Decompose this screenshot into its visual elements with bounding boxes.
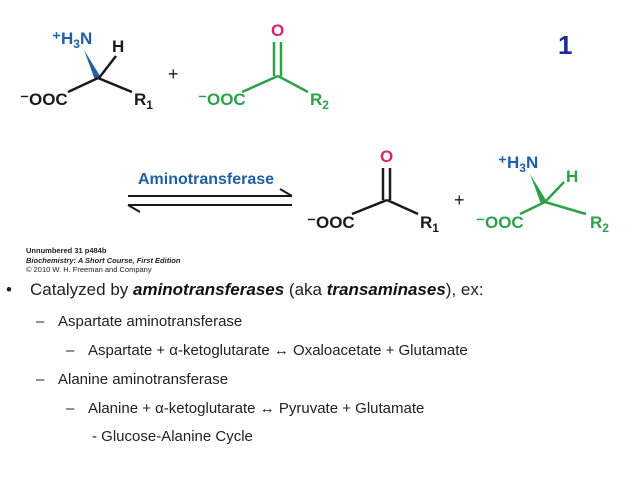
reactant1-bond-left: [67, 76, 99, 94]
product1-bond-left: [351, 198, 388, 216]
sub-bullet-alanine: –Alanine aminotransferase: [36, 371, 228, 388]
equilibrium-arrows: Aminotransferase: [127, 171, 293, 213]
product2-carboxylate-label: ⁻OOC: [476, 213, 524, 232]
product2-ammonium-label: ⁺H3N: [498, 153, 538, 175]
reactant2-bond-left: [241, 74, 279, 94]
subsub-bullet-alanine-reaction: –Alanine + α-ketoglutarate ↔ Pyruvate + …: [66, 400, 424, 417]
term-aminotransferases: aminotransferases: [133, 280, 285, 299]
enzyme-label: Aminotransferase: [138, 171, 274, 188]
slide-number: 1: [558, 30, 573, 60]
bullet-main: • Catalyzed by aminotransferases (aka tra…: [6, 280, 484, 300]
reactant1-bond-right: [97, 76, 133, 94]
reactant1-h-bond: [98, 55, 117, 79]
product1-carboxylate-label: ⁻OOC: [307, 213, 355, 232]
alanine-reaction-text: Alanine + α-ketoglutarate ↔ Pyruvate + G…: [88, 400, 425, 417]
reactant1-ammonium-label: ⁺H3N: [52, 29, 92, 51]
reactant1-carboxylate-label: ⁻OOC: [20, 90, 68, 109]
product2-bond-left: [519, 200, 546, 216]
product-amino-acid: ⁺H3N H ⁻OOC R2: [476, 153, 609, 235]
bullet-main-prefix: Catalyzed by: [30, 280, 133, 299]
sub-bullet-aspartate-text: Aspartate aminotransferase: [58, 313, 243, 330]
term-transaminases: transaminases: [326, 280, 446, 299]
forward-arrow-head: [279, 188, 293, 197]
product2-h-bond: [544, 181, 565, 203]
product1-bond-right: [386, 198, 419, 216]
plus-sign-2: +: [454, 190, 465, 210]
product1-r-label: R1: [420, 213, 439, 235]
subsub-bullet-aspartate-reaction: –Aspartate + α-ketoglutarate ↔ Oxaloacet…: [66, 342, 468, 359]
dash-icon: –: [36, 313, 45, 330]
dash-icon: –: [66, 400, 75, 417]
credit-copyright: © 2010 W. H. Freeman and Company: [26, 265, 152, 275]
product2-wedge-bond: [530, 174, 546, 204]
reactant2-bond-right: [277, 74, 309, 94]
reactant-amino-acid: ⁺H3N H ⁻OOC R1: [20, 29, 153, 112]
bullet-main-suffix: ), ex:: [445, 280, 484, 299]
sub-bullet-aspartate: –Aspartate aminotransferase: [36, 313, 242, 330]
product2-h-label: H: [566, 167, 578, 186]
credit-figure-id: Unnumbered 31 p484b: [26, 246, 107, 255]
sub-bullet-alanine-text: Alanine aminotransferase: [58, 371, 229, 388]
reactant1-h-label: H: [112, 37, 124, 56]
dash-icon: –: [66, 342, 75, 359]
reactant1-r-label: R1: [134, 90, 153, 112]
product2-bond-right: [544, 200, 587, 216]
dash-icon: –: [36, 371, 45, 388]
bullet-dot-icon: •: [6, 280, 12, 299]
glucose-alanine-cycle-note: - Glucose-Alanine Cycle: [92, 428, 253, 445]
reaction-diagram: ⁺H3N H ⁻OOC R1 + O ⁻OOC R2 Aminotransfer…: [20, 21, 609, 235]
figure-credit: Unnumbered 31 p484b Biochemistry: A Shor…: [26, 246, 180, 275]
reactant-keto-acid: O ⁻OOC R2: [198, 21, 329, 112]
aspartate-reaction-text: Aspartate + α-ketoglutarate ↔ Oxaloaceta…: [88, 342, 468, 359]
reactant2-oxygen-label: O: [271, 21, 284, 40]
plus-sign-1: +: [168, 64, 179, 84]
credit-book-title: Biochemistry: A Short Course, First Edit…: [26, 255, 181, 265]
reverse-arrow-head: [127, 204, 141, 213]
reactant2-r-label: R2: [310, 90, 329, 112]
reactant2-carboxylate-label: ⁻OOC: [198, 90, 246, 109]
product-keto-acid: O ⁻OOC R1: [307, 147, 439, 235]
bullet-main-mid: (aka: [284, 280, 327, 299]
reactant1-wedge-bond: [84, 50, 100, 80]
product2-r-label: R2: [590, 213, 609, 235]
product1-oxygen-label: O: [380, 147, 393, 166]
